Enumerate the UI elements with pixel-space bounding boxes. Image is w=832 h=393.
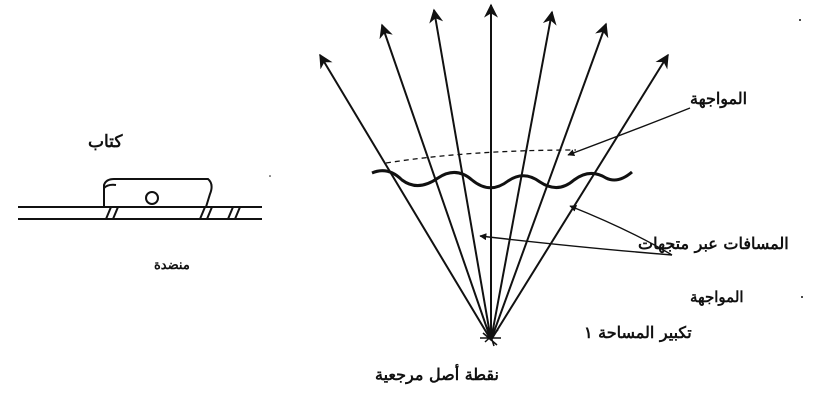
table-hatch <box>105 206 112 220</box>
book-outline <box>103 178 213 208</box>
book-center-mark <box>145 191 159 205</box>
speck <box>799 19 801 21</box>
pointer-distance-right <box>569 205 673 256</box>
table-hatch <box>234 206 241 220</box>
annotation-arrows <box>479 107 691 256</box>
origin-point <box>480 326 501 347</box>
dashed-front-line <box>385 149 577 164</box>
label-front-top: المواجهة <box>690 89 748 108</box>
pointer-front-top <box>567 107 691 157</box>
vector-arrow <box>490 53 669 341</box>
vector-arrow <box>319 53 492 341</box>
label-book: كتاب <box>88 132 123 152</box>
label-front-bottom: المواجهة <box>690 288 744 306</box>
book-on-table <box>18 178 262 220</box>
speck <box>269 175 271 177</box>
speck <box>801 296 803 298</box>
table-hatch <box>227 206 234 220</box>
label-table: منضدة <box>154 258 190 273</box>
vector-arrow <box>490 22 609 341</box>
table-hatch <box>199 206 206 220</box>
label-zoom: تكبير المساحة ١ <box>584 323 692 342</box>
label-distances: المسافات عبر متجهات <box>638 234 789 253</box>
label-origin: نقطة أصل مرجعية <box>375 365 499 384</box>
vector-arrow <box>379 23 492 341</box>
book-page-curve <box>103 183 117 189</box>
pointer-distance-left <box>479 233 673 256</box>
wavy-front <box>371 169 633 190</box>
table-hatch <box>112 206 119 220</box>
table-hatch <box>206 206 213 220</box>
